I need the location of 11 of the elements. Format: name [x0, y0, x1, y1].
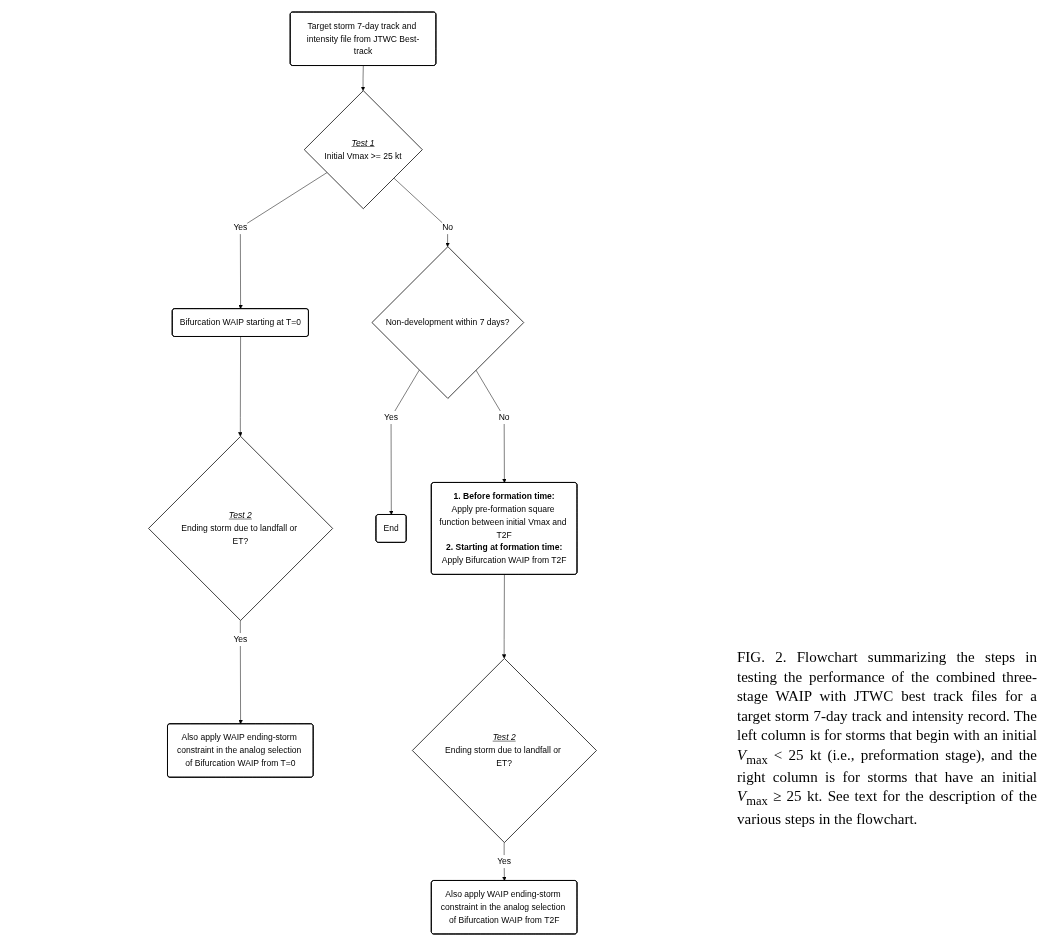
edge-label: Yes: [497, 856, 512, 867]
figure-caption: FIG. 2. Flowchart summarizing the steps in testing the performance of the combined three-stage WAIP with JTWC best track files for a target storm 7-day track and intensity record. The left column is for storms that begin with an initial V$_{max}$ < 25 kt (i.e., preformation stage), and the right column is for storms that have an initial V$_{max}$ ≥ 25 kt. See text for the description of the various steps in the flowchart.: [737, 648, 1037, 829]
edge-label: No: [498, 412, 510, 423]
node-diamond: Test 2 Ending storm due to landfall or ET?: [148, 436, 334, 621]
edge-label: Yes: [384, 412, 399, 423]
node-diamond: Test 2 Ending storm due to landfall or ET?: [411, 658, 597, 843]
node-diamond: Non-development within 7 days?: [371, 246, 525, 399]
edge-label: Yes: [233, 634, 248, 645]
edge-label: Yes: [233, 222, 248, 233]
edge-label: No: [442, 222, 454, 233]
node-diamond: Test 1 Initial Vmax >= 25 kt: [303, 90, 423, 210]
